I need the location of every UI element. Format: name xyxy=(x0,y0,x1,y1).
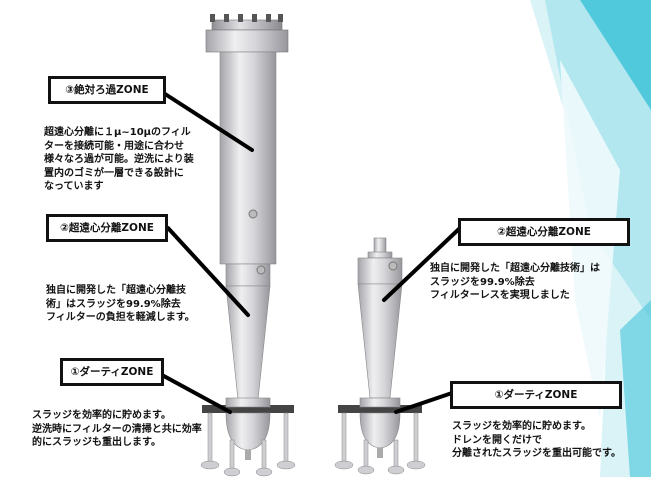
left-zone1-label: ①ダーティZONE xyxy=(60,358,164,386)
right-zone2-label: ②超遠心分離ZONE xyxy=(458,218,630,246)
leader-left-zone2 xyxy=(166,226,250,317)
cylinder-port xyxy=(248,209,258,219)
inlet-port xyxy=(388,261,398,271)
left-zone3-label: ③絶対ろ過ZONE xyxy=(48,76,166,104)
support-table xyxy=(338,405,422,413)
main-cylinder xyxy=(219,51,277,265)
leader-right-zone1 xyxy=(394,391,454,414)
leader-left-zone1 xyxy=(160,373,232,414)
flange-bolts xyxy=(210,14,283,22)
support-legs xyxy=(334,412,426,475)
left-zone1-description: スラッジを効率的に貯めます。 逆洗時にフィルターの清掃と共に効率 的にスラッジも… xyxy=(32,410,202,448)
right-zone2-description: 独自に開発した「超遠心分離技術」は スラッジを99.9%除去 フィルターレスを実… xyxy=(430,263,600,301)
inlet-port xyxy=(256,265,266,275)
left-zone2-label: ②超遠心分離ZONE xyxy=(46,214,168,242)
right-zone1-description: スラッジを効率的に貯めます。 ドレンを開くだけで 分離されたスラッジを重出可能で… xyxy=(452,421,621,459)
drain xyxy=(245,450,251,460)
support-legs xyxy=(200,412,296,477)
left-zone3-description: 超遠心分離に１μ~10μのフィル ターを接続可能・用途に合わせ 様々なろ過が可能… xyxy=(44,127,194,192)
drain xyxy=(377,448,383,458)
right-zone1-label: ①ダーティZONE xyxy=(450,381,622,409)
leader-left-zone3 xyxy=(160,90,254,152)
dirty-bowl xyxy=(225,412,271,451)
bg-facet-cyan-low xyxy=(620,300,651,477)
support-collar xyxy=(359,397,401,408)
bg-facet-cyan xyxy=(580,0,651,110)
support-table xyxy=(202,405,294,413)
left-zone2-description: 独自に開発した「超遠心分離技 術」はスラッジを99.9%除去 フィルターの負担を… xyxy=(46,285,195,323)
support-collar xyxy=(225,397,271,408)
leader-right-zone2 xyxy=(382,226,462,302)
dirty-bowl xyxy=(359,412,401,449)
